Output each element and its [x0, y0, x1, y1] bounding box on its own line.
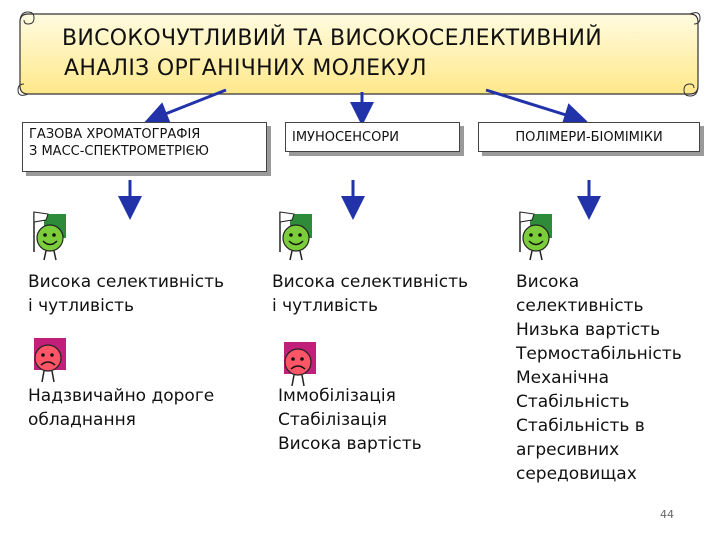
pros-text-biomimetic-polymers: Висока селективність Низька вартість Тер… — [516, 270, 682, 486]
title-line-2: АНАЛІЗ ОРГАНІЧНИХ МОЛЕКУЛ — [64, 56, 427, 81]
pros-line: Низька вартість — [516, 320, 661, 340]
happy-face-icon — [519, 211, 552, 261]
method-box-biomimetic-polymers: ПОЛІМЕРИ-БІОМІМІКИ — [478, 122, 700, 152]
pros-text-gc-ms: Висока селективність і чутливість — [28, 270, 224, 318]
cons-line: Надзвичайно дороге — [28, 386, 215, 406]
pros-line: Механічна — [516, 368, 610, 388]
pros-line: Стабільність в — [516, 416, 645, 436]
pros-line: Висока — [516, 272, 580, 292]
pros-line: середовищах — [516, 464, 637, 484]
sad-face-icon — [284, 342, 316, 387]
diagram-title: ВИСОКОЧУТЛИВИЙ ТА ВИСОКОСЕЛЕКТИВНИЙ АНАЛ… — [62, 24, 682, 84]
page-number: 44 — [660, 508, 674, 521]
method-name-line-2: З МАСС-СПЕКТРОМЕТРІЄЮ — [29, 144, 209, 159]
pros-line: Висока селективність — [272, 272, 469, 292]
pros-text-immunosensors: Висока селективність і чутливість — [272, 270, 468, 318]
pros-line: Висока селективність — [28, 272, 225, 292]
arrow-to-poly — [485, 88, 588, 127]
scroll-shape — [17, 11, 701, 97]
pros-line: Стабільність — [516, 392, 630, 412]
pros-line: селективність — [516, 296, 644, 316]
method-box-immunosensors: ІМУНОСЕНСОРИ — [285, 122, 460, 152]
pros-line: і чутливість — [272, 296, 379, 316]
method-name: ПОЛІМЕРИ-БІОМІМІКИ — [515, 130, 663, 145]
method-name: ІМУНОСЕНСОРИ — [292, 130, 399, 145]
cons-text-immunosensors: Іммобілізація Стабілізація Висока вартіс… — [278, 384, 422, 456]
pros-line: агресивних — [516, 440, 620, 460]
method-name-line-1: ГАЗОВА ХРОМАТОГРАФІЯ — [29, 127, 201, 142]
pros-line: і чутливість — [28, 296, 135, 316]
cons-line: Іммобілізація — [278, 386, 396, 406]
arrow-to-gc — [144, 88, 227, 125]
title-line-1: ВИСОКОЧУТЛИВИЙ ТА ВИСОКОСЕЛЕКТИВНИЙ — [62, 26, 603, 51]
happy-face-icon — [33, 211, 66, 261]
cons-line: Стабілізація — [278, 410, 387, 430]
cons-line: обладнання — [28, 410, 136, 430]
cons-line: Висока вартість — [278, 434, 422, 454]
cons-text-gc-ms: Надзвичайно дороге обладнання — [28, 384, 214, 432]
pros-line: Термостабільність — [516, 344, 682, 364]
sad-face-icon — [34, 338, 66, 383]
title-scroll: ВИСОКОЧУТЛИВИЙ ТА ВИСОКОСЕЛЕКТИВНИЙ АНАЛ… — [14, 8, 704, 100]
happy-face-icon — [279, 211, 312, 261]
method-box-gc-ms: ГАЗОВА ХРОМАТОГРАФІЯ З МАСС-СПЕКТРОМЕТРІ… — [22, 122, 267, 172]
